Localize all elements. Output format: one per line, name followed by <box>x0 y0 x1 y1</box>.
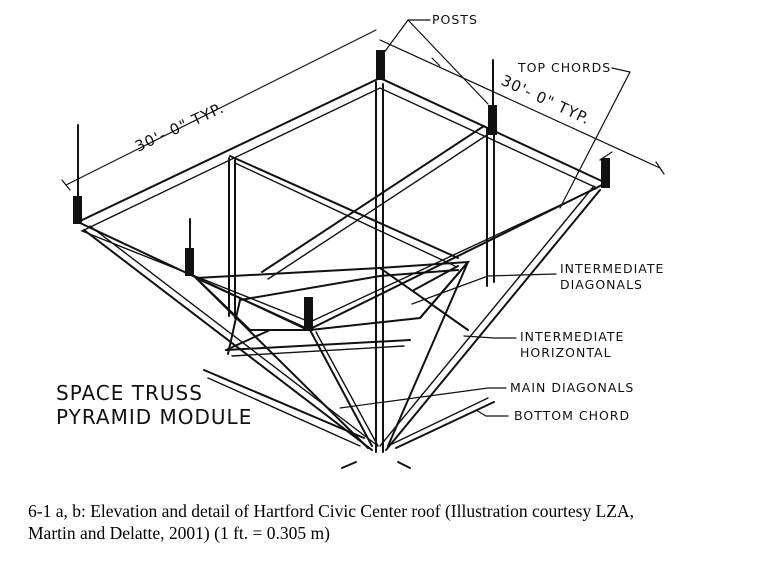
leader-lines <box>339 19 631 417</box>
dimension-lines <box>61 29 665 191</box>
bottom-chord-label: BOTTOM CHORD <box>514 408 630 423</box>
intermediate-horizontal-label-2: HORIZONTAL <box>520 345 612 360</box>
intermediate-diagonals-label-1: INTERMEDIATE <box>560 261 664 276</box>
posts-label: POSTS <box>432 12 478 27</box>
posts <box>77 59 495 453</box>
top-chords-label: TOP CHORDS <box>517 60 611 75</box>
figure-caption: 6-1 a, b: Elevation and detail of Hartfo… <box>28 500 758 544</box>
bottom-chords <box>203 369 495 469</box>
caption-line-1: 6-1 a, b: Elevation and detail of Hartfo… <box>28 501 634 521</box>
space-truss-diagram: POSTS TOP CHORDS 30'- 0" TYP. 30'- 0" TY… <box>56 12 665 469</box>
caption-line-2: Martin and Delatte, 2001) (1 ft. = 0.305… <box>28 523 330 543</box>
diagram-title-line2: PYRAMID MODULE <box>56 405 252 429</box>
top-chords <box>75 76 609 332</box>
post-caps <box>73 50 610 331</box>
intermediate-horizontal-label-1: INTERMEDIATE <box>520 329 624 344</box>
intermediate-diagonals-label-2: DIAGONALS <box>560 277 643 292</box>
diagram-title-line1: SPACE TRUSS <box>56 381 203 405</box>
dimension-label-right: 30'- 0" TYP. <box>498 71 593 128</box>
dimension-label-left: 30'- 0" TYP. <box>132 99 227 156</box>
main-diagonals-label: MAIN DIAGONALS <box>510 380 634 395</box>
